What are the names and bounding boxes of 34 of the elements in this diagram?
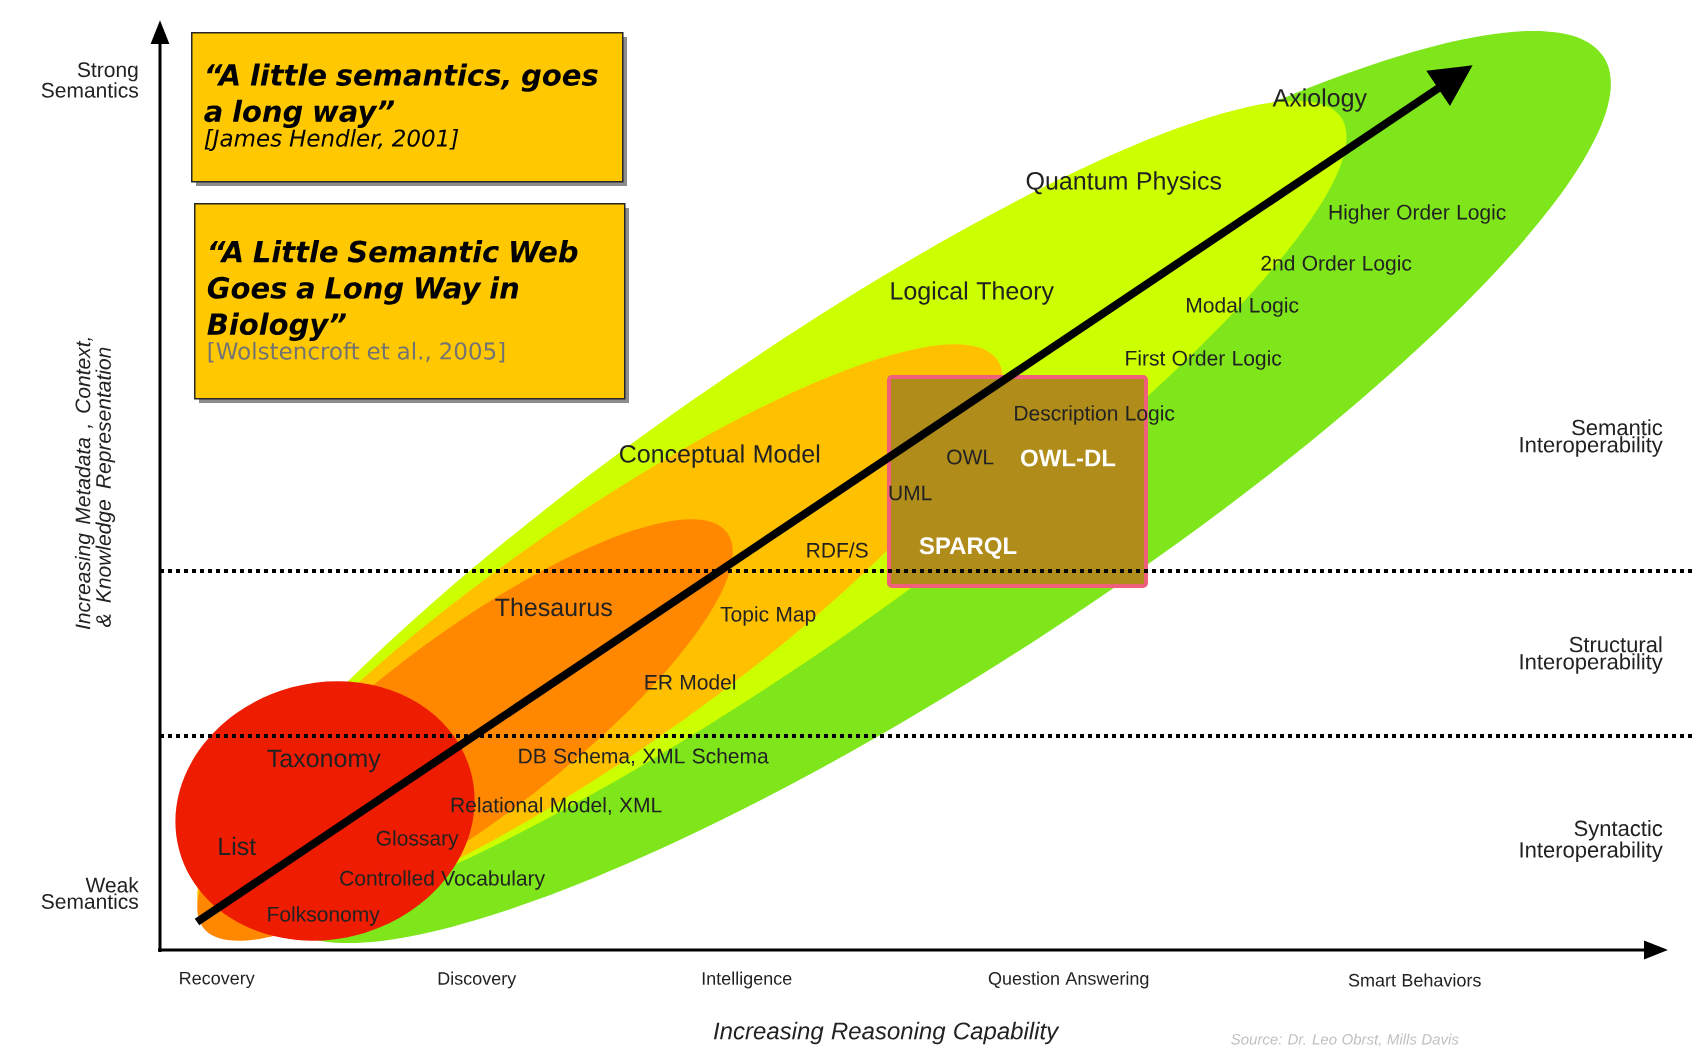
spectrum-label: Conceptual Model bbox=[620, 444, 820, 468]
axis-title: Increasing Reasoning Capability bbox=[713, 1021, 1060, 1045]
spectrum-label: Topic Map bbox=[720, 606, 816, 626]
spectrum-label: ER Model bbox=[645, 674, 736, 690]
axis-end-label: Weak Semantics bbox=[41, 877, 139, 909]
quote-box: “A little semantics, goes a long way” [James Hendler, 2001] bbox=[191, 32, 627, 186]
tick-label: Smart Behaviors bbox=[1348, 973, 1481, 987]
tick-label: Discovery bbox=[438, 971, 517, 989]
spectrum-label: Glossary bbox=[376, 830, 459, 850]
band-label: Syntactic Interoperability bbox=[1520, 820, 1663, 862]
spectrum-label: Controlled Vocabulary bbox=[340, 870, 546, 890]
tick-label: Intelligence bbox=[702, 971, 792, 989]
tick-label: Recovery bbox=[180, 971, 255, 989]
band-label: Semantic Interoperability bbox=[1520, 419, 1663, 457]
spectrum-label: Higher Order Logic bbox=[1329, 204, 1506, 224]
spectrum-label: Folksonomy bbox=[268, 906, 380, 926]
spectrum-label: Axiology bbox=[1272, 88, 1367, 112]
spectrum-label: Taxonomy bbox=[267, 749, 381, 773]
spectrum-label: OWL bbox=[947, 449, 994, 465]
spectrum-label: Thesaurus bbox=[495, 597, 612, 617]
quote-box: “A Little Semantic Web Goes a Long Way in Biology” [Wolstencroft et al., 2005] bbox=[194, 203, 629, 403]
spectrum-label: First Order Logic bbox=[1126, 350, 1282, 370]
spectrum-label: DB Schema, XML Schema bbox=[519, 748, 769, 766]
band-label: Structural Interoperability bbox=[1520, 636, 1663, 674]
spectrum-label: 2nd Order Logic bbox=[1261, 255, 1412, 275]
spectrum-label: Modal Logic bbox=[1187, 297, 1299, 317]
source-note: Source: Dr. Leo Obrst, Mills Davis bbox=[1231, 1033, 1459, 1047]
spectrum-label: RDF/S bbox=[807, 542, 868, 558]
spectrum-label: Logical Theory bbox=[891, 281, 1054, 305]
tick-label: Question Answering bbox=[988, 971, 1149, 989]
spectrum-label: Relational Model, XML bbox=[451, 797, 662, 815]
axis-end-label: Strong Semantics bbox=[41, 62, 139, 98]
spectrum-label: List bbox=[219, 836, 256, 856]
axis-title: Increasing Metadata , Context, & Knowledge Representation bbox=[74, 338, 116, 630]
